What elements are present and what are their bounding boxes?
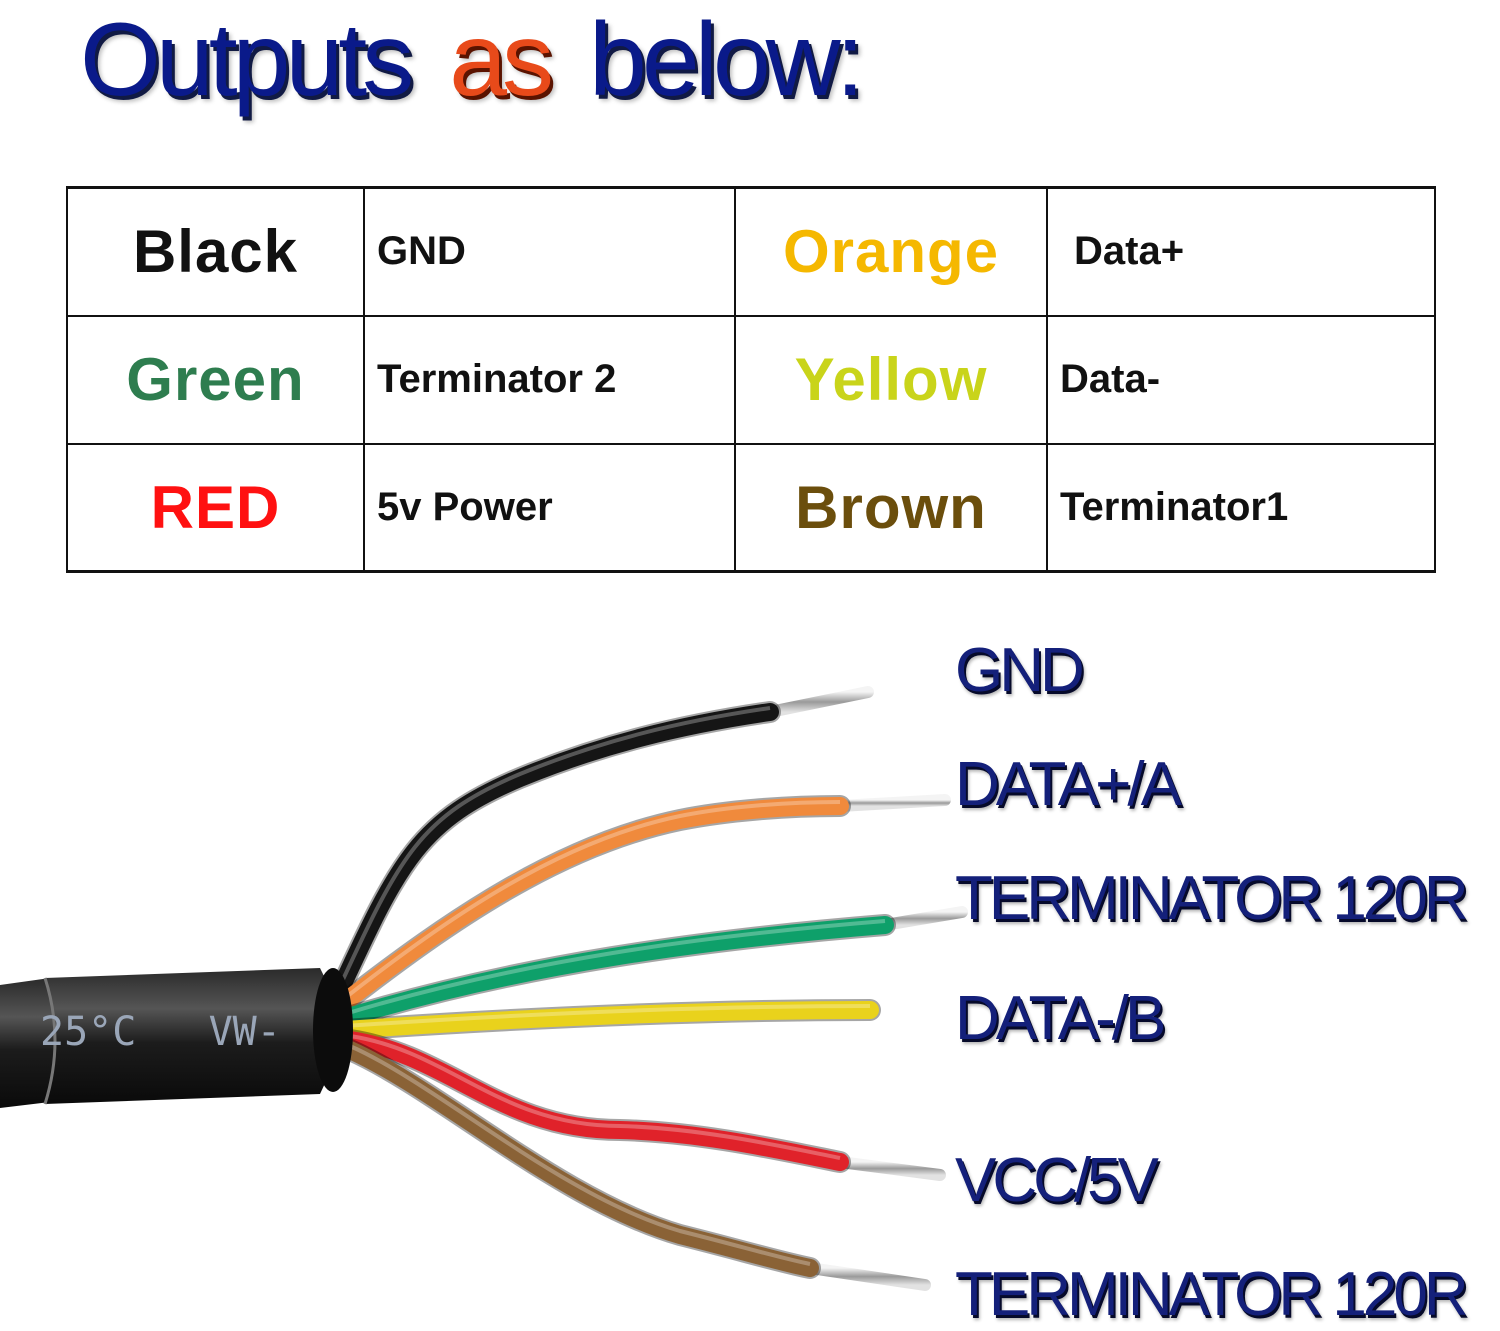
wire-function-gnd: GND — [363, 186, 736, 317]
wire-data-b-3 — [334, 999, 964, 1041]
wire-insulation-data-b-3 — [336, 1001, 879, 1039]
tinned-tip-gnd-0 — [764, 686, 874, 718]
tinned-tip-data-a-1 — [834, 794, 951, 812]
tinned-tip-terminator-120r-5 — [804, 1262, 931, 1291]
wire-color-yellow: Yellow — [734, 314, 1048, 445]
wire-color-orange: Orange — [734, 186, 1048, 317]
wire-label-gnd: GND — [955, 636, 1085, 705]
pinout-table: Black GND Orange Data+ Green Terminator … — [66, 186, 1436, 573]
wire-highlight-gnd-0 — [338, 706, 771, 987]
table-row: RED 5v Power Brown Terminator1 — [66, 442, 1436, 573]
wire-insulation-gnd-0 — [331, 703, 779, 999]
wire-label-vcc-5v: VCC/5V — [955, 1146, 1159, 1215]
wire-insulation-vcc-5v-4 — [341, 1031, 849, 1171]
wire-function-terminator-2: Terminator 2 — [363, 314, 736, 445]
wire-highlight-data-b-3 — [344, 1004, 871, 1028]
wire-function-5v-power: 5v Power — [363, 442, 736, 573]
wire-highlight-terminator-120r-5 — [349, 1044, 811, 1266]
wire-label-terminator-120r-b: TERMINATOR 120R — [955, 1260, 1469, 1329]
wire-insulation-terminator-120r-2 — [336, 916, 894, 1027]
wire-highlight-vcc-5v-4 — [349, 1034, 841, 1160]
wire-function-data-minus: Data- — [1046, 314, 1436, 445]
wire-highlight-data-a-1 — [343, 800, 841, 1000]
wire-highlight-terminator-120r-2 — [344, 919, 886, 1016]
wire-function-data-plus: Data+ — [1046, 186, 1436, 317]
wire-data-a-1 — [334, 794, 951, 1013]
wire-vcc-5v-4 — [339, 1029, 946, 1181]
wire-color-red: RED — [66, 442, 365, 573]
jacket-print: 25°C VW- — [40, 1009, 281, 1055]
wire-insulation-terminator-120r-5 — [341, 1041, 819, 1277]
wire-terminator-120r-2 — [334, 906, 968, 1029]
wire-color-brown: Brown — [734, 442, 1048, 573]
cable-jacket: 25°C VW- — [0, 968, 353, 1108]
wire-label-data-plus-a: DATA+/A — [955, 750, 1182, 819]
table-row: Green Terminator 2 Yellow Data- — [66, 314, 1436, 445]
wires-group — [329, 686, 968, 1291]
wire-gnd-0 — [329, 686, 874, 1001]
title-word-below: below — [589, 2, 841, 118]
tinned-tip-terminator-120r-2 — [879, 906, 968, 931]
wire-function-terminator1: Terminator1 — [1046, 442, 1436, 573]
wire-insulation-data-a-1 — [336, 797, 849, 1011]
title-word-as: as — [449, 2, 554, 118]
title-word-outputs: Outputs — [80, 2, 414, 118]
wire-color-green: Green — [66, 314, 365, 445]
tinned-tip-vcc-5v-4 — [834, 1156, 946, 1181]
wire-color-black: Black — [66, 186, 365, 317]
wire-terminator-120r-5 — [339, 1039, 931, 1291]
table-row: Black GND Orange Data+ — [66, 186, 1436, 317]
wire-label-data-minus-b: DATA-/B — [955, 984, 1166, 1053]
wire-label-terminator-120r-a: TERMINATOR 120R — [955, 864, 1469, 933]
